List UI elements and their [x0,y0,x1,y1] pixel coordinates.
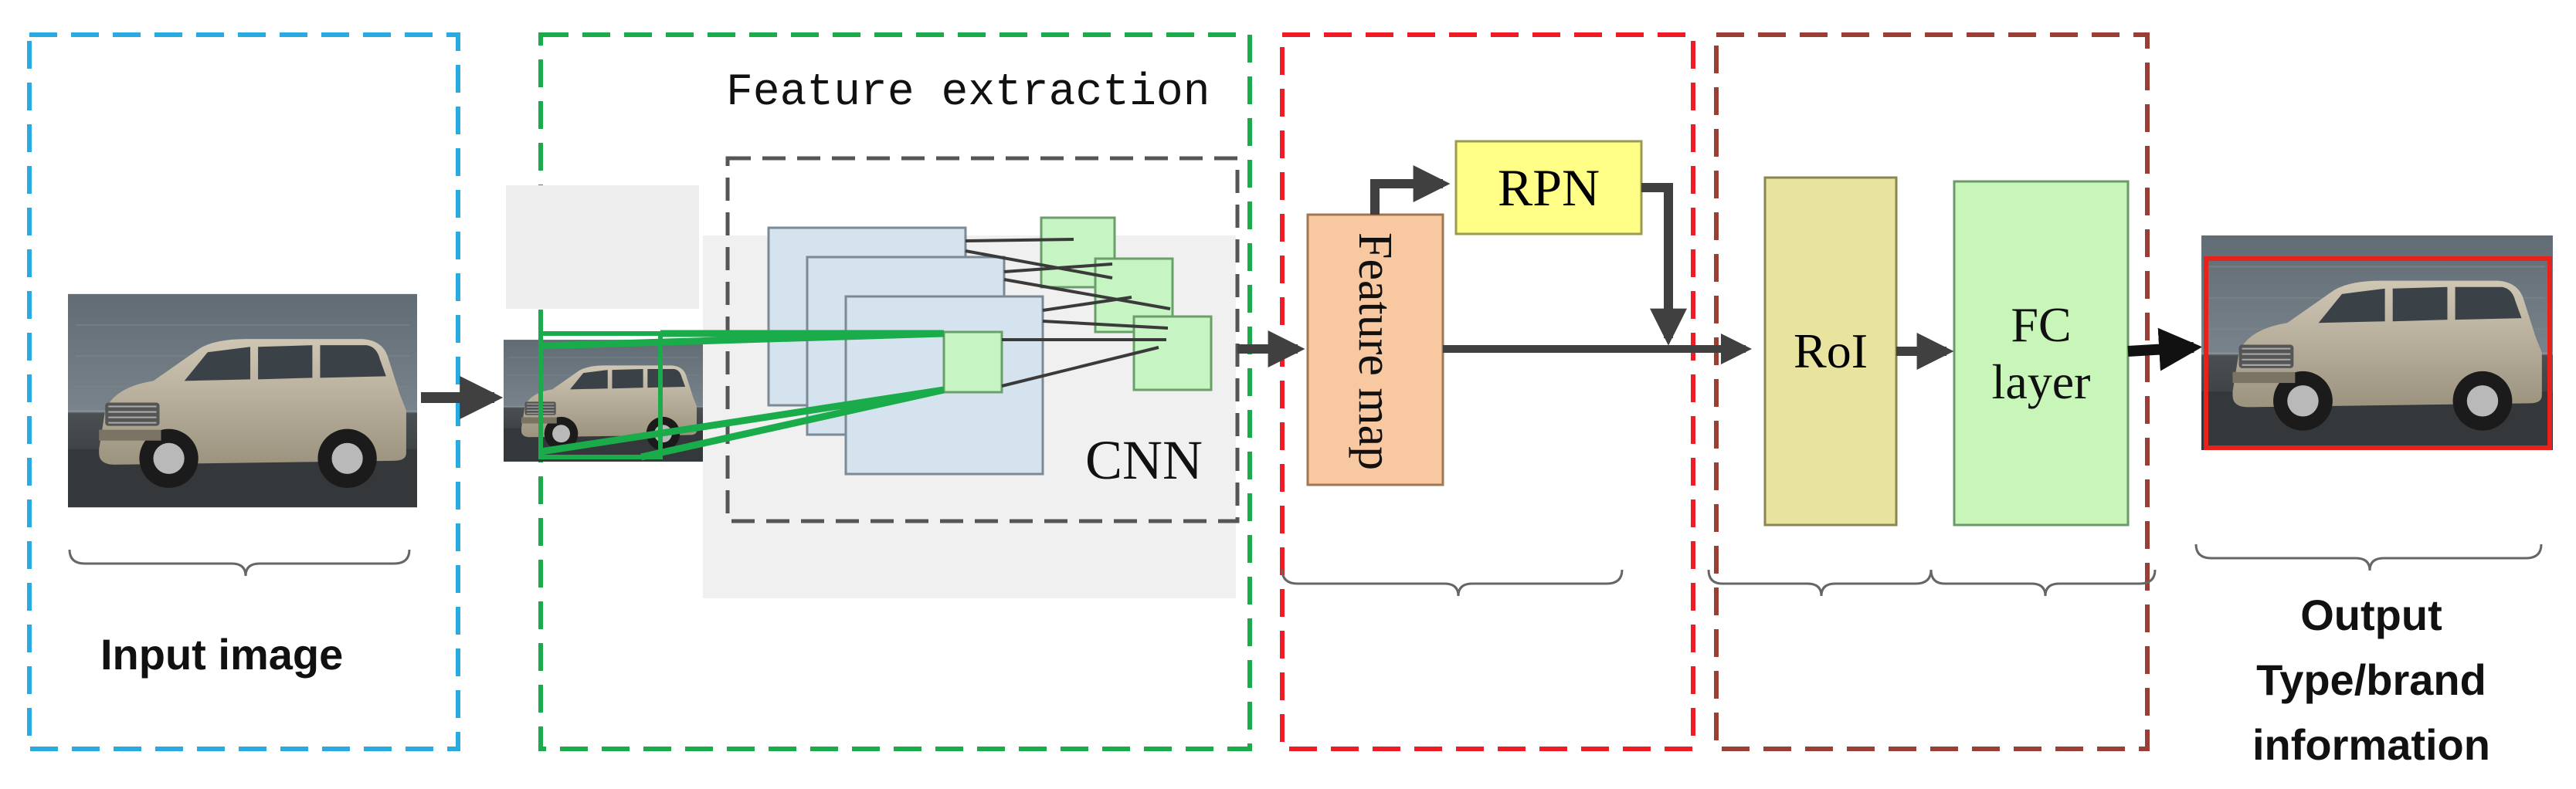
output-label-line2: Type/brand [2256,655,2486,704]
cnn-connections [965,238,1171,388]
input-brace [68,549,411,577]
fc-to-output-arrow [2127,327,2203,371]
rpn-label: RPN [1497,157,1600,217]
fc-label-line1: FC [2011,296,2072,352]
output-label: Output Type/brand information [2186,583,2557,777]
output-label-line1: Output [2300,591,2442,639]
roi-brace [1707,569,1933,597]
detection-stage-frame [1280,32,1695,751]
input-image-label: Input image [100,630,344,679]
featuremap-brace [1281,569,1624,597]
feature-map-label: Feature map [1349,232,1401,471]
cnn-receptive-patch [942,330,1003,394]
detection-bounding-box [2204,256,2552,450]
roi-label: RoI [1794,323,1868,378]
output-label-line3: information [2252,720,2490,769]
cnn-label: CNN [1085,429,1203,491]
feature-extraction-label: Feature extraction [726,68,1210,118]
fc-label-line2: layer [1991,354,2091,409]
fc-label: FC layer [1954,181,2128,525]
output-car-photo [2201,235,2553,450]
featuremap-to-rpn-arrow [1370,165,1451,215]
fc-layer-box [1953,180,2130,527]
shadow-panel-left [506,185,699,309]
input-car-photo [68,293,417,508]
rpn-to-roi-arrow [1641,183,1687,346]
fc-brace [1929,569,2157,597]
feature-map-box [1306,213,1444,486]
output-brace [2194,543,2543,571]
projection-lines [540,330,945,461]
roi-box [1763,176,1898,527]
input-stage-frame [27,32,460,751]
classifier-stage-frame [1714,32,2150,751]
receptive-field-box [538,331,663,459]
feature-stage-frame [538,32,1252,751]
